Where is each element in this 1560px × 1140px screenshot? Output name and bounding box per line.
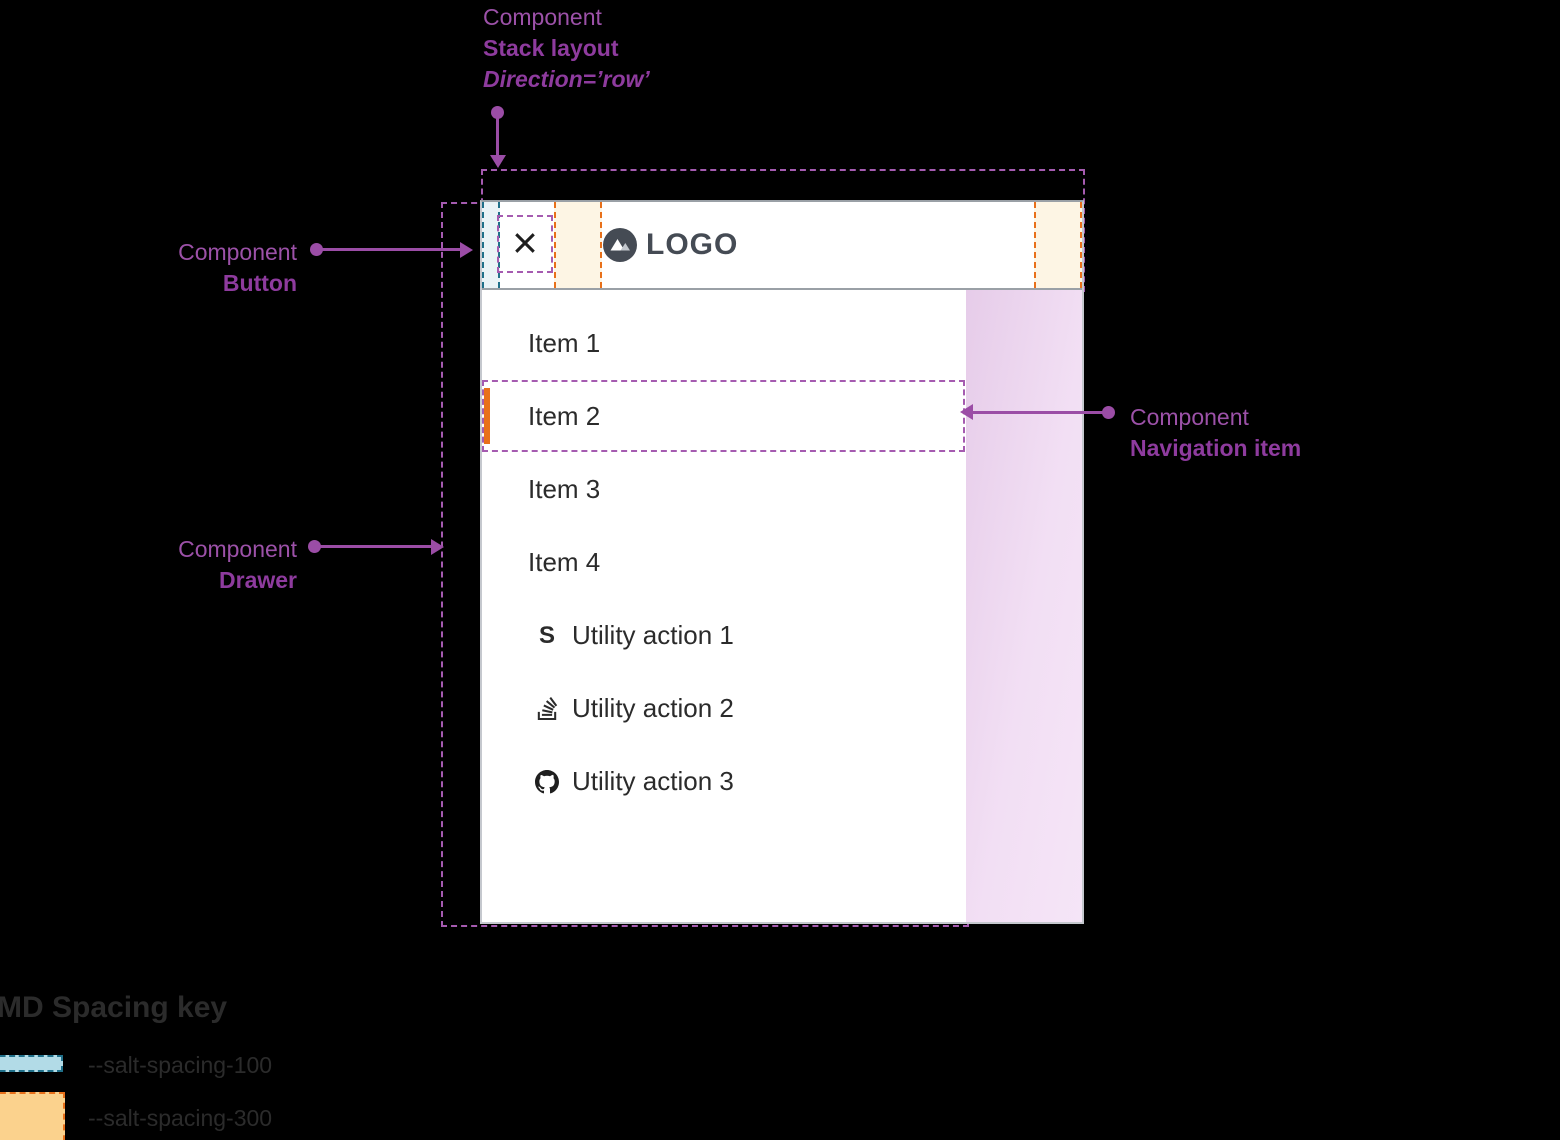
active-indicator-bar (484, 388, 490, 444)
annotation-stack-layout: Component Stack layout Direction=’row’ (483, 2, 650, 95)
github-icon (535, 769, 559, 794)
drawer-body: Item 1 Item 2 Item 3 Item 4 S (482, 290, 1082, 922)
nav-item-label: Item 2 (528, 401, 601, 431)
utility-action-label: Utility action 3 (572, 766, 734, 796)
annotation-navigation-item: Component Navigation item (1130, 402, 1301, 464)
close-button[interactable] (511, 229, 539, 260)
utility-action-label: Utility action 2 (572, 693, 734, 723)
connector-dot (1102, 406, 1115, 419)
arrow-right-icon (460, 242, 473, 258)
mountain-logo-icon (603, 228, 637, 262)
connector-line (322, 248, 461, 251)
annotation-drawer: Component Drawer (97, 534, 297, 596)
nav-item-label: Item 4 (528, 547, 601, 577)
nav-item-3[interactable]: Item 3 (482, 453, 966, 526)
annotation-component-name: Drawer (219, 567, 297, 593)
nav-item-label: Item 1 (528, 328, 601, 358)
nav-item-2-active[interactable]: Item 2 (482, 380, 966, 453)
nav-item-1[interactable]: Item 1 (482, 307, 966, 380)
spacing-300-strip (554, 202, 602, 288)
utility-action-3[interactable]: Utility action 3 (482, 745, 966, 818)
logo-text: LOGO (646, 228, 739, 261)
arrow-right-icon (431, 539, 444, 555)
nav-item-4[interactable]: Item 4 (482, 526, 966, 599)
symphony-icon: S (538, 621, 555, 649)
connector-line (496, 117, 499, 157)
spacing-key-title: MD Spacing key (0, 991, 228, 1024)
connector-dot (308, 540, 321, 553)
annotation-kind: Component (483, 4, 602, 30)
button-bounds (497, 215, 553, 273)
spacing-300-swatch (0, 1092, 65, 1140)
spacing-300-strip (1034, 202, 1082, 288)
annotation-detail: Direction=’row’ (483, 66, 650, 92)
spacing-300-token: --salt-spacing-300 (88, 1105, 273, 1131)
spacing-100-token: --salt-spacing-100 (88, 1052, 273, 1078)
logo: LOGO (603, 228, 738, 262)
annotation-kind: Component (178, 536, 297, 562)
drawer-mockup: LOGO Item 1 Item 2 Item 3 Item 4 (480, 200, 1084, 924)
arrow-left-icon (960, 404, 973, 420)
connector-dot (491, 106, 504, 119)
annotation-component-name: Button (222, 270, 297, 296)
utility-action-label: Utility action 1 (572, 620, 734, 650)
stackoverflow-icon (535, 697, 559, 721)
backdrop-scrim (966, 290, 1082, 922)
annotation-kind: Component (1130, 404, 1249, 430)
utility-action-2[interactable]: Utility action 2 (482, 672, 966, 745)
arrow-down-icon (490, 155, 506, 168)
annotation-button: Component Button (97, 237, 297, 299)
connector-line (320, 545, 432, 548)
annotation-kind: Component (178, 239, 297, 265)
navigation-list: Item 1 Item 2 Item 3 Item 4 S (482, 290, 966, 818)
close-icon (511, 229, 539, 260)
annotation-component-name: Navigation item (1130, 435, 1302, 461)
connector-dot (310, 243, 323, 256)
spacing-100-swatch (0, 1055, 63, 1072)
annotation-component-name: Stack layout (483, 35, 619, 61)
app-header: LOGO (482, 202, 1082, 290)
spacing-100-strip (482, 202, 500, 288)
connector-line (971, 411, 1105, 414)
nav-item-label: Item 3 (528, 474, 601, 504)
utility-action-1[interactable]: S Utility action 1 (482, 599, 966, 672)
